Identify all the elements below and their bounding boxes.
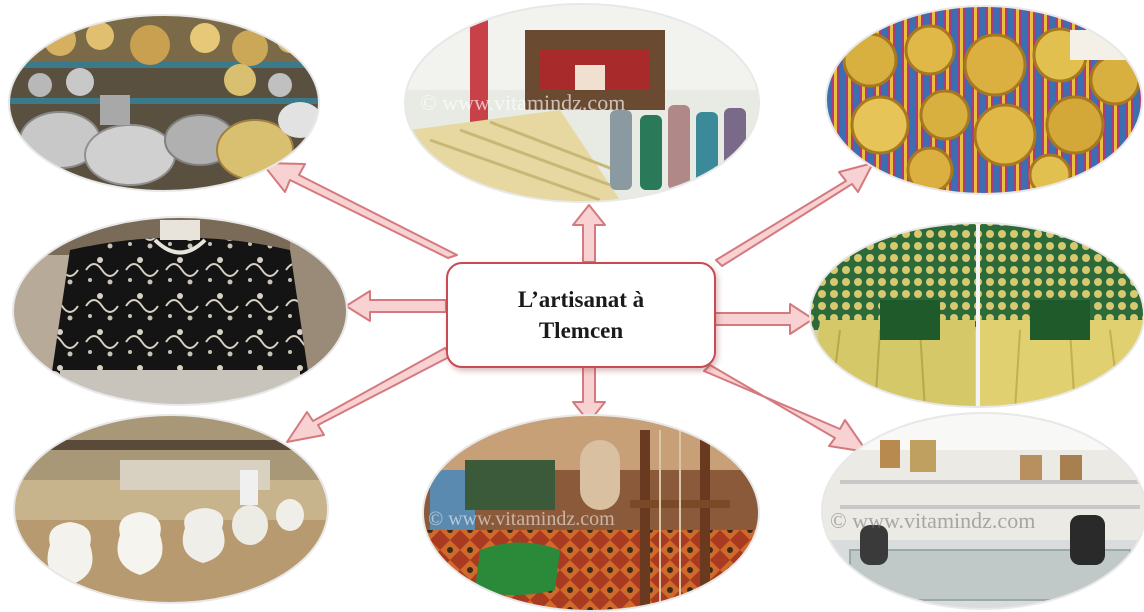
arrows: [261, 162, 874, 453]
arrow-to-weaving: [572, 204, 606, 263]
watermark-carpet: © www.vitamindz.com: [428, 508, 615, 530]
photo-metalwork: [9, 15, 319, 191]
arrow-to-pottery: [286, 347, 452, 443]
arrow-to-basketry: [715, 162, 874, 267]
arrow-to-costume: [711, 303, 814, 335]
photo-weaving: © www.vitamindz.com: [405, 4, 759, 202]
photo-shop: © www.vitamindz.com: [822, 413, 1144, 609]
arrow-to-metalwork: [261, 162, 458, 259]
diagram-title: L’artisanat à Tlemcen: [517, 287, 645, 343]
arrow-to-carpet: [572, 365, 606, 423]
arrow-to-shop: [703, 364, 868, 453]
watermark-shop: © www.vitamindz.com: [830, 508, 1035, 533]
arrow-to-embroidery: [345, 290, 447, 322]
watermark-weaving: © www.vitamindz.com: [420, 90, 625, 115]
center-node: L’artisanat à Tlemcen: [446, 262, 716, 368]
photo-pottery: [14, 415, 328, 603]
photo-basketry: [826, 6, 1142, 194]
